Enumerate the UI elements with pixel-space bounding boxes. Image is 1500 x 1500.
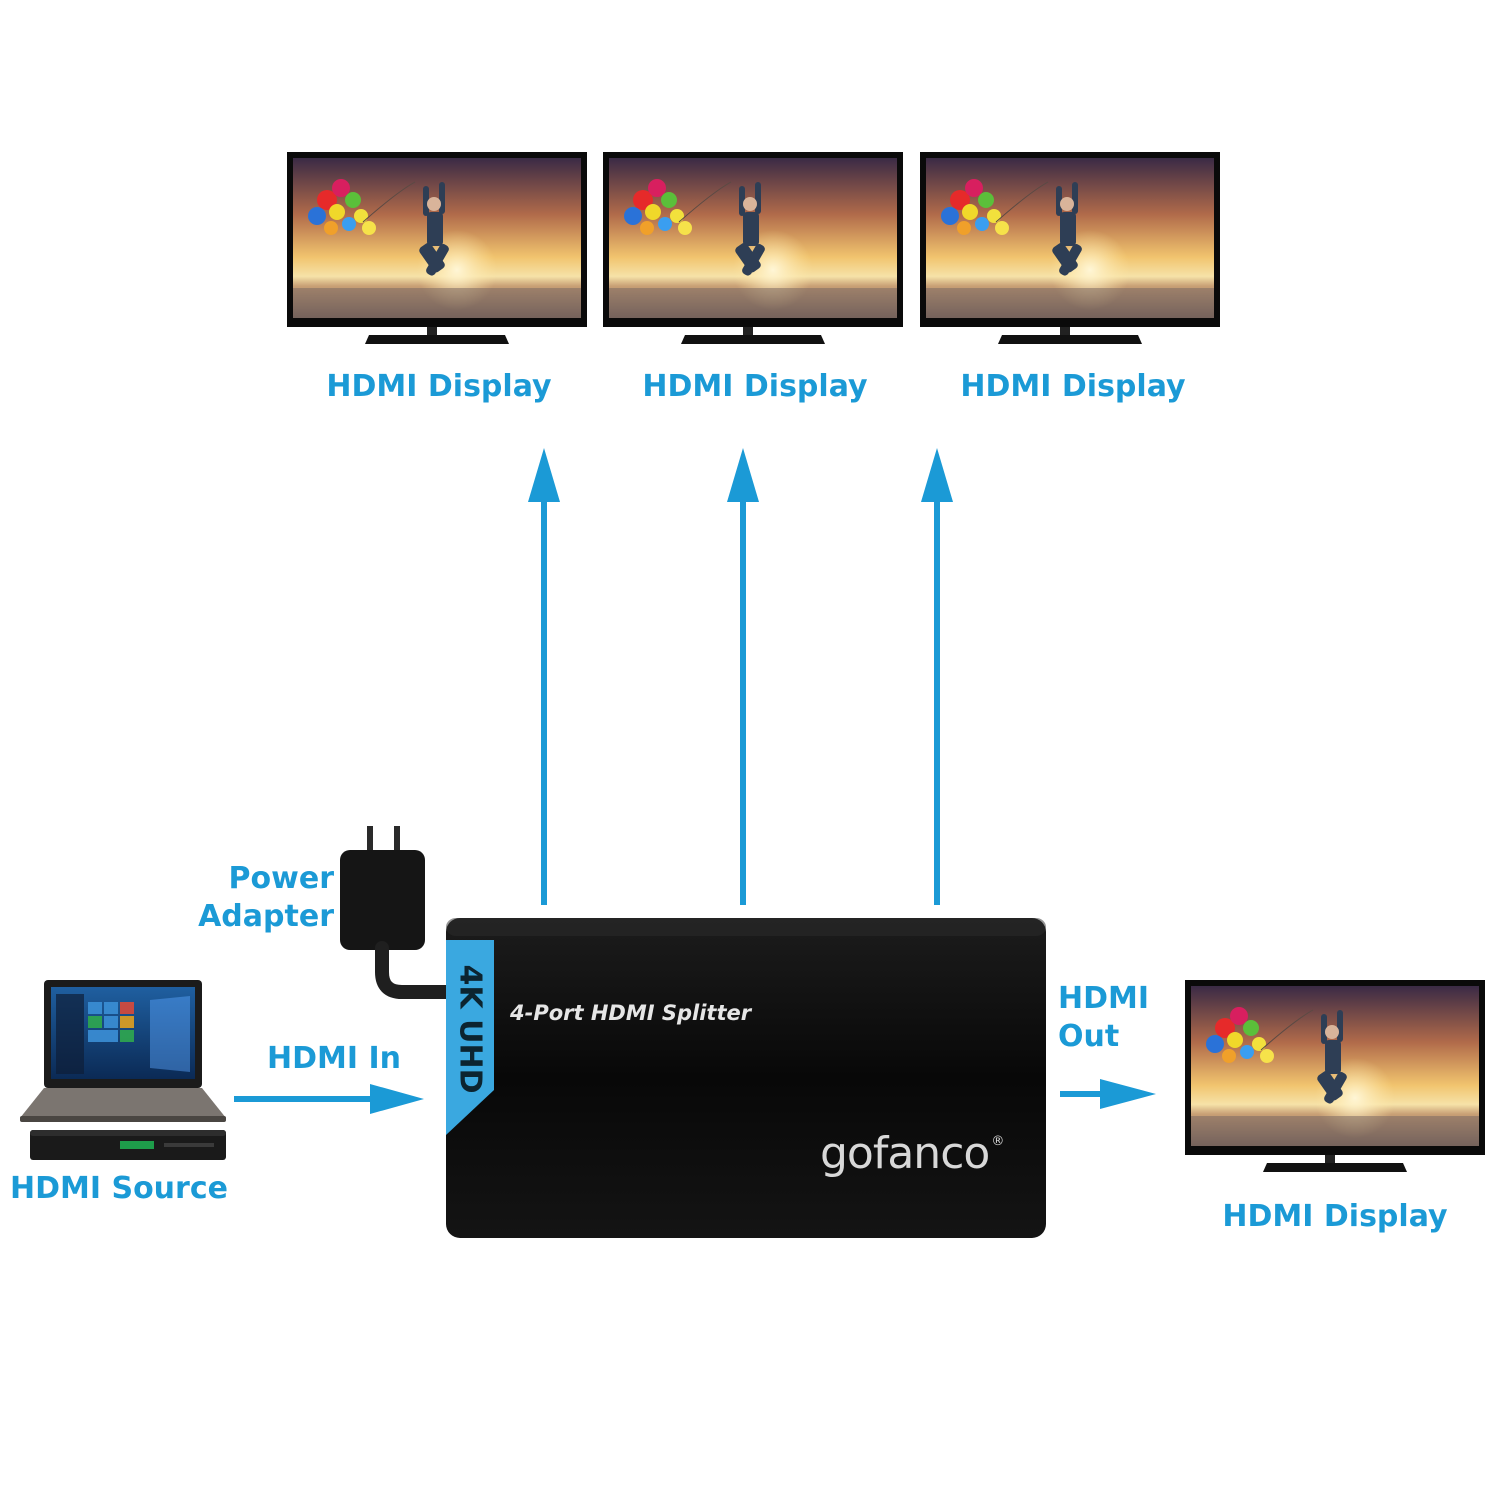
uhd-badge [446,940,494,1135]
hdmi-in-label: HDMI In [267,1041,401,1076]
hdmi-display-2-image [602,151,904,345]
bluray-player-icon [30,1130,226,1160]
hdmi-out-line2: Out [1058,1019,1120,1055]
hdmi-display-3-image [919,151,1221,345]
hdmi-splitter-device [446,918,1046,1238]
arrow-hdmi-in [234,1084,424,1114]
laptop-icon [20,980,226,1122]
power-label-line1: Power [228,861,334,896]
arrow-up-3 [921,448,953,905]
uhd-badge-text: 4K UHD [452,964,488,1094]
hdmi-display-out-label: HDMI Display [1222,1199,1448,1234]
hdmi-source-label: HDMI Source [10,1171,228,1206]
hdmi-display-1-label: HDMI Display [326,369,552,404]
power-adapter-label: Power Adapter [150,860,334,937]
brand-logo: gofanco® [820,1128,1004,1179]
registered-mark: ® [991,1134,1004,1149]
hdmi-display-1-image [286,151,588,345]
hdmi-out-label: HDMI Out [1058,980,1149,1057]
brand-name: gofanco [820,1128,990,1179]
arrow-up-2 [727,448,759,905]
hdmi-display-3-label: HDMI Display [960,369,1186,404]
hdmi-display-2-label: HDMI Display [642,369,868,404]
arrow-hdmi-out [1060,1079,1156,1109]
hdmi-display-out-image [1184,979,1486,1173]
power-adapter-icon [340,826,453,999]
hdmi-out-line1: HDMI [1058,981,1150,1016]
arrow-up-1 [528,448,560,905]
uhd-badge-text-box: 4K UHD [446,940,494,1118]
splitter-product-name: 4-Port HDMI Splitter [510,1001,752,1025]
power-label-line2: Adapter [198,899,334,935]
